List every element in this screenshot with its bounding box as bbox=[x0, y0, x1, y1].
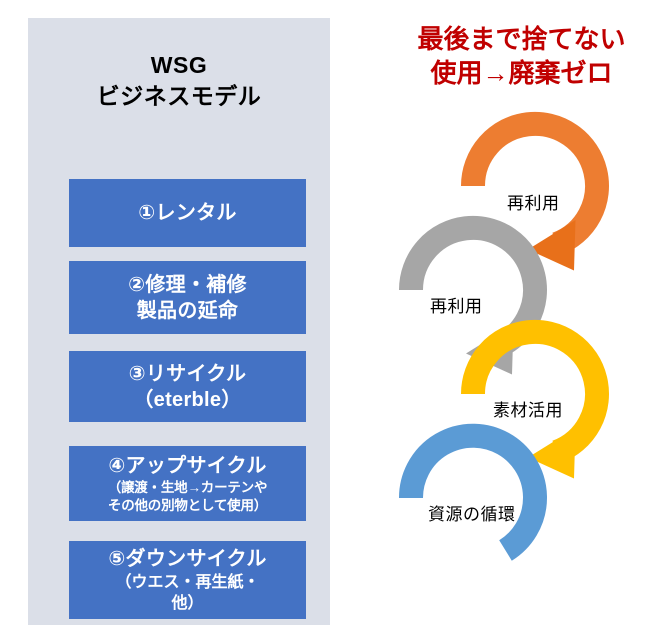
step-box-5-main: ⑤ダウンサイクル bbox=[108, 548, 267, 570]
step-box-5-sub2: 他） bbox=[171, 595, 204, 612]
step-box-recycle[interactable]: ③リサイクル （eterble） bbox=[69, 351, 306, 422]
step-box-rental[interactable]: ①レンタル bbox=[69, 179, 306, 247]
step-box-3-sub: （eterble） bbox=[133, 388, 242, 411]
step-box-upcycle[interactable]: ④アップサイクル （譲渡・生地→カーテンや その他の別物として使用） bbox=[69, 446, 306, 521]
ring-yellow bbox=[461, 319, 609, 479]
ring-label-reuse-2: 再利用 bbox=[430, 297, 483, 316]
step-box-4-main: ④アップサイクル bbox=[108, 454, 267, 477]
step-box-4-sub2: その他の別物として使用） bbox=[107, 497, 268, 513]
cycle-rings-svg bbox=[398, 111, 609, 561]
headline: 最後まで捨てない 使用→廃棄ゼロ bbox=[380, 22, 663, 90]
step-box-2-main: ②修理・補修 bbox=[128, 273, 247, 296]
ring-label-reuse-1: 再利用 bbox=[507, 194, 560, 213]
headline-line1: 最後まで捨てない bbox=[417, 24, 626, 54]
ring-blue bbox=[398, 423, 547, 561]
step-box-5-sub: （ウエス・再生紙・ bbox=[115, 574, 260, 591]
step-box-1-main: ①レンタル bbox=[138, 202, 237, 224]
page-title: WSG ビジネスモデル bbox=[28, 50, 330, 112]
headline-line2: 使用→廃棄ゼロ bbox=[430, 58, 613, 88]
step-box-downcycle[interactable]: ⑤ダウンサイクル （ウエス・再生紙・ 他） bbox=[69, 541, 306, 619]
ring-orange bbox=[461, 111, 609, 271]
panel-title-line1: WSG bbox=[150, 52, 208, 78]
step-box-3-main: ③リサイクル bbox=[128, 362, 247, 385]
panel-title-line2: ビジネスモデル bbox=[96, 83, 262, 109]
step-box-repair[interactable]: ②修理・補修 製品の延命 bbox=[69, 261, 306, 334]
step-box-2-sub: 製品の延命 bbox=[136, 299, 239, 322]
circular-economy-diagram: 再利用 再利用 素材活用 資源の循環 bbox=[395, 108, 667, 628]
step-box-4-sub: （譲渡・生地→カーテンや bbox=[107, 479, 268, 495]
ring-label-material-use: 素材活用 bbox=[493, 401, 563, 420]
wsg-business-model-panel: WSG ビジネスモデル ①レンタル ②修理・補修 製品の延命 ③リサイクル （e… bbox=[28, 18, 330, 625]
ring-label-resource-circulation: 資源の循環 bbox=[428, 505, 516, 524]
